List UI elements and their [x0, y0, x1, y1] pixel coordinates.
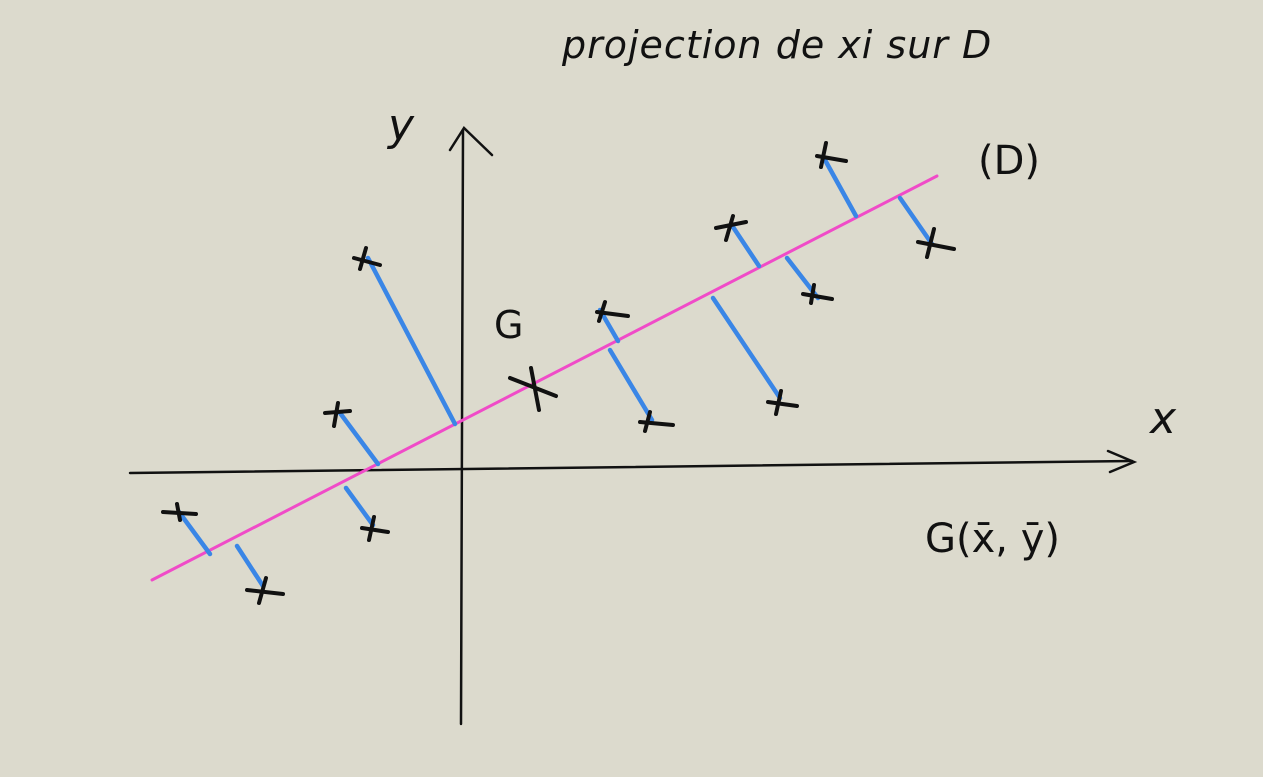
data-point — [916, 227, 956, 259]
data-point — [323, 401, 352, 428]
centroid-coordinates: G(x̄, ȳ) — [925, 516, 1060, 562]
projection-segment — [234, 543, 266, 589]
line-label: (D) — [978, 138, 1040, 184]
centroid-marker — [508, 366, 558, 412]
data-point — [801, 283, 834, 305]
projection-segment — [897, 195, 935, 247]
x-axis-label: x — [1148, 393, 1177, 444]
x-axis — [128, 459, 1134, 475]
y-axis — [459, 128, 465, 726]
y-axis-arrow — [448, 126, 494, 157]
data-point — [360, 515, 390, 542]
projection-segment — [730, 224, 762, 269]
axes — [128, 126, 1138, 726]
diagram-title: projection de xi sur D — [561, 23, 992, 67]
projection-segment — [365, 255, 458, 427]
data-point — [766, 389, 799, 416]
projection-segment — [343, 485, 376, 528]
regression-line — [150, 174, 939, 582]
projections — [176, 157, 935, 589]
data-points — [161, 141, 956, 605]
data-point — [815, 141, 848, 169]
data-point — [161, 502, 198, 522]
data-point — [245, 576, 285, 605]
data-point — [595, 300, 630, 323]
projection-segment — [597, 307, 621, 344]
projection-segment — [822, 157, 859, 219]
data-point — [638, 410, 675, 433]
projection-segment — [337, 410, 381, 467]
projection-segment — [607, 347, 655, 423]
centroid-label: G — [494, 303, 523, 347]
y-axis-label: y — [386, 100, 415, 151]
projection-segment — [176, 509, 213, 557]
data-point — [714, 214, 748, 242]
x-axis-arrow — [1106, 449, 1138, 474]
projection-segment — [710, 295, 783, 401]
data-point — [352, 246, 382, 271]
